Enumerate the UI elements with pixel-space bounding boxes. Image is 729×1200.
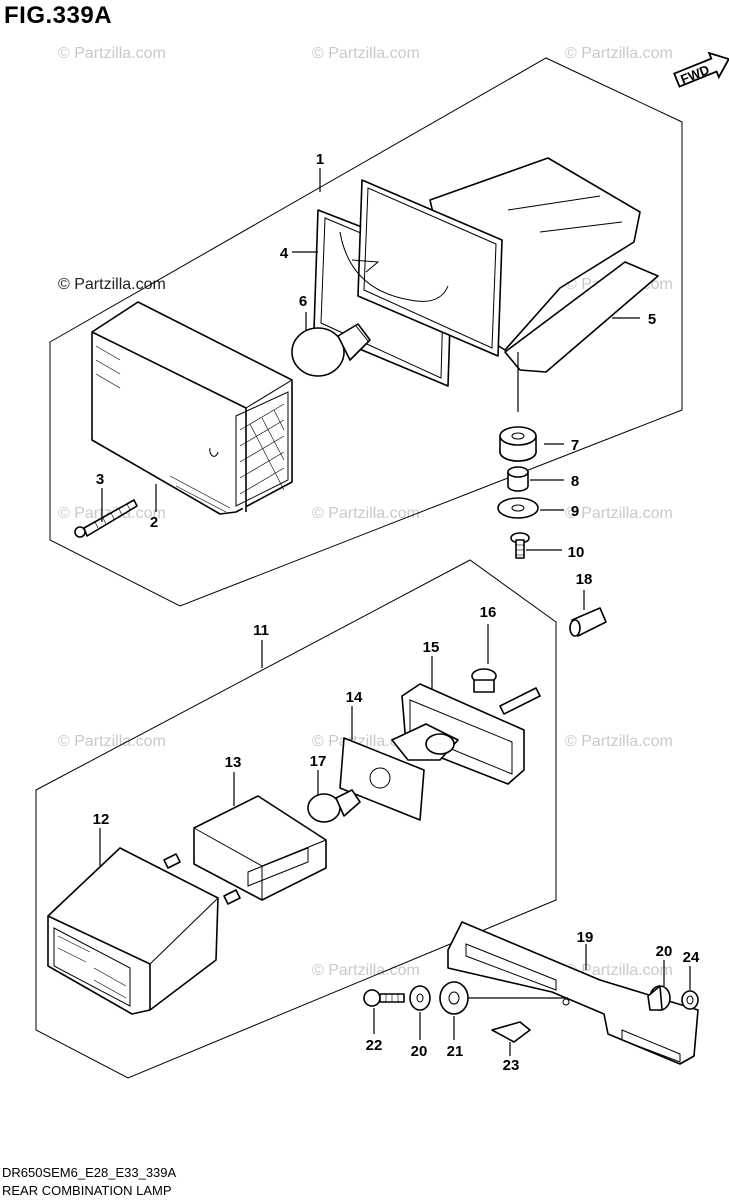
callout-17: 17 <box>310 753 327 770</box>
watermark: © Partzilla.com <box>58 733 166 750</box>
callout-14: 14 <box>346 689 363 706</box>
lens-hatch <box>239 403 285 495</box>
callout-5: 5 <box>648 311 656 328</box>
fwd-arrow-icon: FWD <box>673 51 729 88</box>
footer-code: DR650SEM6_E28_E33_339A <box>2 1165 177 1180</box>
bracket-19 <box>447 921 699 1065</box>
callout-11: 11 <box>253 622 269 639</box>
figure-title: FIG.339A <box>4 2 113 29</box>
callout-19: 19 <box>577 929 594 946</box>
callout-12: 12 <box>93 811 110 828</box>
nut-24 <box>681 990 699 1010</box>
watermark: © Partzilla.com <box>312 505 420 522</box>
bulb-6 <box>291 323 371 377</box>
fwd-label: FWD <box>678 62 711 87</box>
watermark: © Partzilla.com <box>312 733 420 750</box>
callout-9: 9 <box>571 503 579 520</box>
callout-8: 8 <box>571 473 579 490</box>
callout-22: 22 <box>366 1037 383 1054</box>
watermark: © Partzilla.com <box>565 733 673 750</box>
callout-21: 21 <box>447 1043 464 1060</box>
watermark: © Partzilla.com <box>565 45 673 62</box>
screw-3 <box>74 499 138 538</box>
grommet-21 <box>439 981 469 1015</box>
watermark-prominent: © Partzilla.com <box>58 276 166 293</box>
callout-1: 1 <box>316 151 324 168</box>
watermark: © Partzilla.com <box>565 962 673 979</box>
callout-20-left: 20 <box>411 1043 428 1060</box>
tail-lamp-housing-12 <box>47 847 241 1015</box>
socket-plate-14 <box>339 723 459 821</box>
collar-20-right <box>647 985 671 1011</box>
spacer-18 <box>569 607 607 637</box>
callout-20-right: 20 <box>656 943 673 960</box>
lens-2 <box>91 301 293 515</box>
callout-4: 4 <box>280 245 289 262</box>
callout-24: 24 <box>683 949 700 966</box>
watermark: © Partzilla.com <box>312 962 420 979</box>
grommet-7 <box>499 426 537 462</box>
callout-15: 15 <box>423 639 440 656</box>
leader-lines <box>99 168 691 1056</box>
callout-7: 7 <box>571 437 579 454</box>
lens-hatch <box>57 935 127 999</box>
bulb-17 <box>307 789 361 823</box>
callout-6: 6 <box>299 293 307 310</box>
screw-10 <box>510 532 530 559</box>
callout-13: 13 <box>225 754 242 771</box>
callout-16: 16 <box>480 604 497 621</box>
nut-16 <box>471 668 497 693</box>
assembly-frame-1 <box>49 57 683 607</box>
watermark: © Partzilla.com <box>58 45 166 62</box>
lamp-frame-1 <box>339 179 503 357</box>
callout-3: 3 <box>96 471 104 488</box>
washer-20-left <box>409 985 431 1011</box>
footer-name: REAR COMBINATION LAMP <box>2 1183 172 1198</box>
lens-13 <box>193 795 327 901</box>
callout-18: 18 <box>576 571 593 588</box>
watermark: © Partzilla.com <box>565 505 673 522</box>
callout-labels: 1 2 3 4 5 6 7 8 9 10 11 12 13 14 15 16 1… <box>93 151 700 1074</box>
watermark: © Partzilla.com <box>312 45 420 62</box>
bolt-22 <box>363 989 405 1007</box>
collar-8 <box>507 466 529 492</box>
callout-23: 23 <box>503 1057 520 1074</box>
callout-2: 2 <box>150 514 158 531</box>
clip-23 <box>491 1021 531 1043</box>
callout-10: 10 <box>568 544 585 561</box>
washer-9 <box>497 497 539 519</box>
assembly-frame-11 <box>35 559 557 1079</box>
